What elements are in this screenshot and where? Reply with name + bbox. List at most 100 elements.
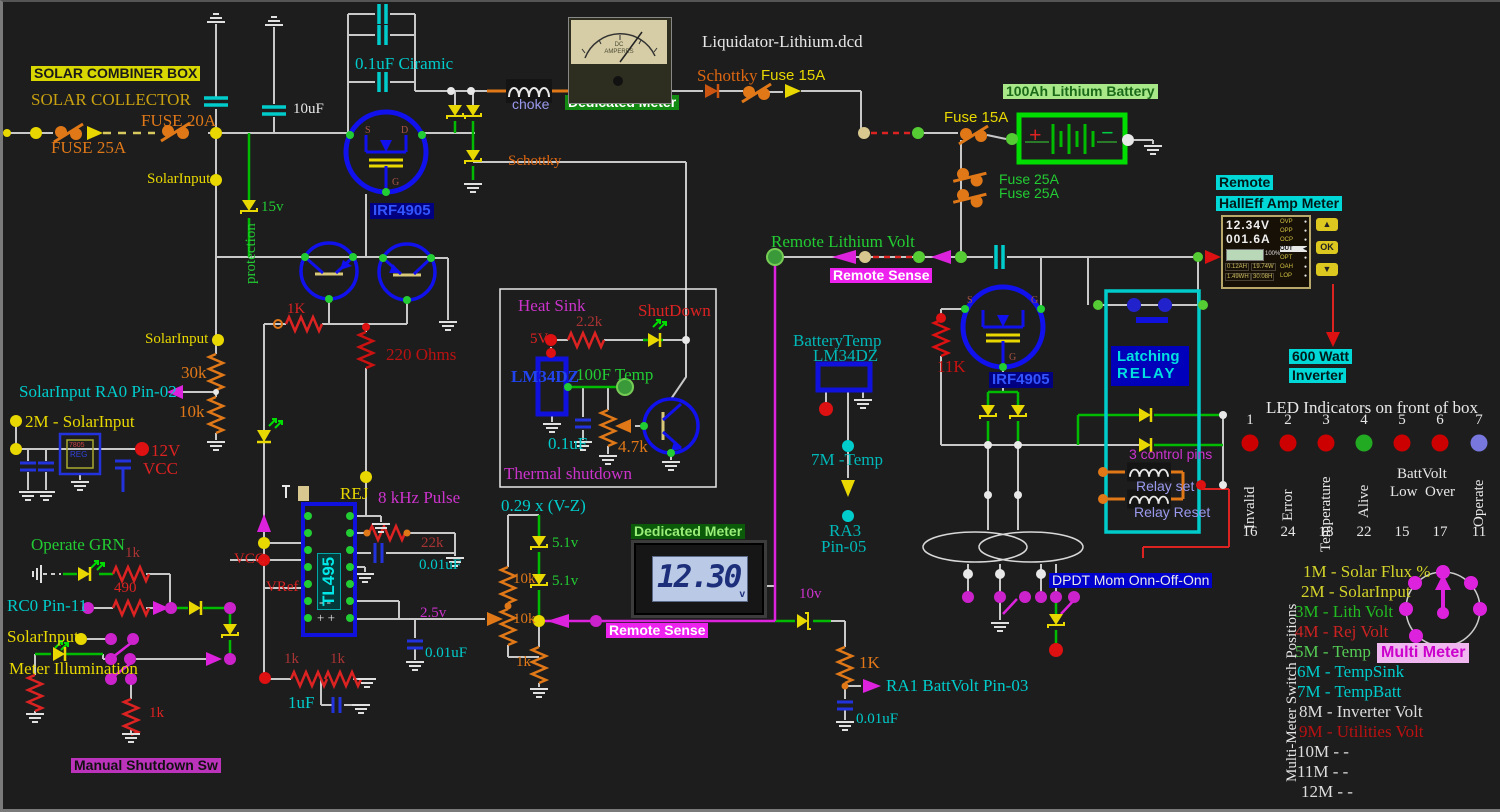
label-3-control-pins: 3 control pins xyxy=(1129,446,1213,462)
meter-screw xyxy=(613,76,623,86)
multimeter-pos-1m: 1M - Solar Flux % xyxy=(1303,562,1431,581)
ovp-label: OVP xyxy=(1280,219,1293,225)
battery-minus: − xyxy=(1101,120,1114,145)
label-001uf-c: 0.01uF xyxy=(856,711,899,727)
led-top-num-3: 3 xyxy=(1322,412,1330,428)
battery-plus: + xyxy=(1029,122,1042,147)
halleff-ind-opt: OPT● xyxy=(1280,255,1307,261)
label-remote-sense-a: Remote Sense xyxy=(830,268,933,283)
multimeter-pos-3m: 3M - Lith Volt xyxy=(1295,602,1394,621)
mosfet2-d: G xyxy=(1031,295,1039,306)
led-label-battvolt: BattVolt xyxy=(1397,466,1447,482)
label-fuse-25a-r1: Fuse 25A xyxy=(999,171,1059,187)
mosfet1-s: S xyxy=(365,125,371,136)
analog-meter: DC AMPERES xyxy=(568,17,672,104)
label-operate-grn: Operate GRN xyxy=(31,535,125,554)
led-alive xyxy=(1355,434,1373,452)
halleff-ok-button: OK xyxy=(1316,241,1338,254)
led-bottom-num-5: 15 xyxy=(1394,524,1410,540)
multimeter-pos-2m: 2M - SolarInput xyxy=(1301,582,1411,601)
label-1uf: 1uF xyxy=(288,693,315,712)
led-top-num-7: 7 xyxy=(1475,412,1483,428)
label-schottky-mid: Schottky xyxy=(508,153,562,169)
label-8khz-pulse: 8 kHz Pulse xyxy=(378,488,461,507)
halleff-up-button: ▲ xyxy=(1316,218,1338,231)
led-top-num-5: 5 xyxy=(1398,412,1406,428)
label-5v: 5V xyxy=(530,331,549,347)
mosfet1-g: G xyxy=(392,177,400,188)
halleff-ind-lop: LOP ● xyxy=(1280,273,1307,279)
ocp-label: OCP xyxy=(1280,237,1294,243)
label-irf4905-left: IRF4905 xyxy=(370,203,434,219)
led-bottom-num-4: 22 xyxy=(1356,524,1372,540)
halleff-down-button: ▼ xyxy=(1316,263,1338,276)
led-battvolt-over xyxy=(1431,434,1449,452)
halleff-volts: 12.34V xyxy=(1226,218,1271,232)
label-fuse-20a: FUSE 20A xyxy=(141,111,217,130)
label-10k-b: 10k xyxy=(513,611,536,627)
lop-label: LOP xyxy=(1280,273,1293,279)
mosfet2-g: G xyxy=(1009,352,1017,363)
label-relay-reset: Relay Reset xyxy=(1134,504,1211,520)
out-arrow-icon: ◀ xyxy=(1303,246,1307,252)
led-bottom-num-6: 17 xyxy=(1432,524,1448,540)
label-meter-illumination: Meter Illumination xyxy=(9,659,138,678)
halleff-percent: 100% xyxy=(1265,251,1281,257)
led-label-low-over: Low Over xyxy=(1390,484,1455,500)
label-029-vz: 0.29 x (V-Z) xyxy=(501,496,586,515)
halleff-ind-out: OUT◀ xyxy=(1280,246,1307,252)
label-battery: 100Ah Lithium Battery xyxy=(1003,84,1158,99)
halleff-ind-ovp: OVP● xyxy=(1280,219,1307,225)
digital-meter-value: 12.30 xyxy=(657,559,742,595)
tl495-minus-marks: - - xyxy=(319,594,331,609)
halleff-ind-opp: OPP● xyxy=(1280,228,1307,234)
label-halleff: HallEff Amp Meter xyxy=(1216,196,1343,211)
label-10uf: 10uF xyxy=(293,101,324,117)
label-solar-input-top: SolarInput xyxy=(147,171,211,187)
label-100f-temp: 100F Temp xyxy=(576,365,654,384)
label-solar-combiner-box: SOLAR COMBINER BOX xyxy=(31,66,201,81)
label-thermal-shutdown: Thermal shutdown xyxy=(504,464,632,483)
analog-meter-unit-line2: AMPERES xyxy=(604,49,634,55)
digital-meter: 12.30 v xyxy=(631,540,767,618)
label-relay-set: Relay set xyxy=(1136,478,1195,494)
label-15v: 15v xyxy=(261,199,284,215)
led-invalid xyxy=(1241,434,1259,452)
label-10k-a: 10k xyxy=(513,571,536,587)
led-temperature xyxy=(1317,434,1335,452)
mosfet1-d: D xyxy=(401,125,409,136)
label-490: 490 xyxy=(114,580,137,596)
label-600watt: 600 Watt xyxy=(1289,349,1353,364)
opt-label: OPT xyxy=(1280,255,1293,261)
led-label-operate: Operate xyxy=(1471,479,1487,527)
led-panel-title: LED Indicators on front of box xyxy=(1266,398,1478,417)
label-10v: 10v xyxy=(799,586,822,602)
label-1k-b: 1k xyxy=(330,651,345,667)
label-5-1v-a: 5.1v xyxy=(552,535,579,551)
halleff-ind-oah: OAH● xyxy=(1280,264,1307,270)
led-top-num-4: 4 xyxy=(1360,412,1368,428)
mosfet2-s: S xyxy=(967,295,973,306)
analog-meter-face: DC AMPERES xyxy=(571,20,667,64)
label-heat-sink: Heat Sink xyxy=(518,296,586,315)
halleff-ind-ocp: OCP ● xyxy=(1280,237,1307,243)
ocp-dot-icon: ● xyxy=(1303,237,1307,243)
label-001uf-b: 0.01uF xyxy=(425,645,468,661)
label-solar-input-mid: SolarInput xyxy=(145,331,209,347)
digital-meter-unit: v xyxy=(739,589,745,600)
schematic-title: Liquidator-Lithium.dcd xyxy=(702,32,863,51)
label-5-1v-b: 5.1v xyxy=(552,573,579,589)
lop-dot-icon: ● xyxy=(1303,273,1307,279)
label-latching: Latching xyxy=(1117,348,1180,365)
label-vcc-12: VCC xyxy=(143,459,178,478)
led-bottom-num-7: 11 xyxy=(1471,524,1487,540)
digital-meter-screen: 12.30 v xyxy=(652,556,748,602)
led-bottom-num-2: 24 xyxy=(1280,524,1296,540)
label-dedicated-meter-lcd: Dedicated Meter xyxy=(631,524,746,539)
multimeter-pos-11m: 11M - - xyxy=(1297,762,1349,781)
label-10k: 10k xyxy=(179,402,205,421)
label-4-7k: 4.7k xyxy=(618,437,648,456)
label-220-ohms: 220 Ohms xyxy=(386,345,457,364)
label-30k: 30k xyxy=(181,363,207,382)
